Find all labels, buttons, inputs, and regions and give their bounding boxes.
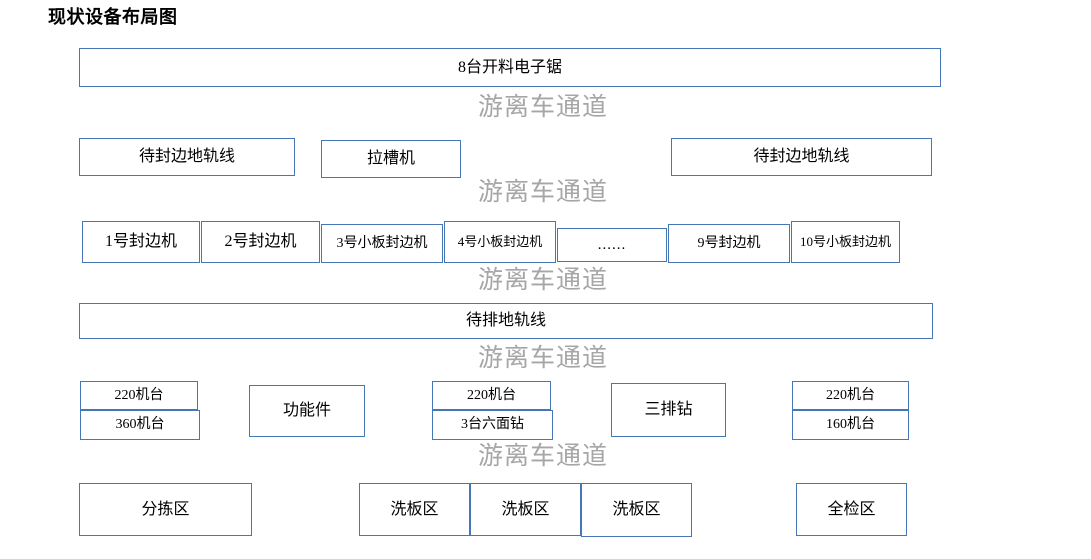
equipment-box[interactable]: 3台六面钻: [432, 410, 553, 440]
equipment-box[interactable]: 拉槽机: [321, 140, 461, 178]
equipment-box[interactable]: 160机台: [792, 410, 909, 440]
aisle-label: 游离车通道: [478, 345, 609, 372]
equipment-box[interactable]: 220机台: [432, 381, 551, 410]
equipment-box[interactable]: 洗板区: [359, 483, 470, 536]
equipment-box[interactable]: 全检区: [796, 483, 907, 536]
equipment-box[interactable]: ......: [557, 228, 667, 262]
aisle-label: 游离车通道: [478, 443, 609, 470]
equipment-box[interactable]: 洗板区: [470, 483, 581, 536]
equipment-box[interactable]: 4号小板封边机: [444, 221, 556, 263]
equipment-box[interactable]: 220机台: [80, 381, 198, 410]
aisle-label: 游离车通道: [478, 179, 609, 206]
equipment-box[interactable]: 分拣区: [79, 483, 252, 536]
equipment-box[interactable]: 洗板区: [581, 483, 692, 537]
equipment-box[interactable]: 功能件: [249, 385, 365, 437]
equipment-box[interactable]: 3号小板封边机: [321, 224, 443, 263]
page-title: 现状设备布局图: [48, 7, 178, 27]
equipment-box[interactable]: 10号小板封边机: [791, 221, 900, 263]
equipment-box[interactable]: 待封边地轨线: [79, 138, 295, 176]
aisle-label: 游离车通道: [478, 94, 609, 121]
equipment-box[interactable]: 2号封边机: [201, 221, 320, 263]
equipment-box[interactable]: 360机台: [80, 410, 200, 440]
equipment-box[interactable]: 8台开料电子锯: [79, 48, 941, 87]
equipment-box[interactable]: 待封边地轨线: [671, 138, 932, 176]
equipment-box[interactable]: 1号封边机: [82, 221, 200, 263]
aisle-label: 游离车通道: [478, 267, 609, 294]
equipment-box[interactable]: 220机台: [792, 381, 909, 410]
equipment-box[interactable]: 三排钻: [611, 383, 726, 437]
equipment-box[interactable]: 待排地轨线: [79, 303, 933, 339]
equipment-box[interactable]: 9号封边机: [668, 224, 790, 263]
